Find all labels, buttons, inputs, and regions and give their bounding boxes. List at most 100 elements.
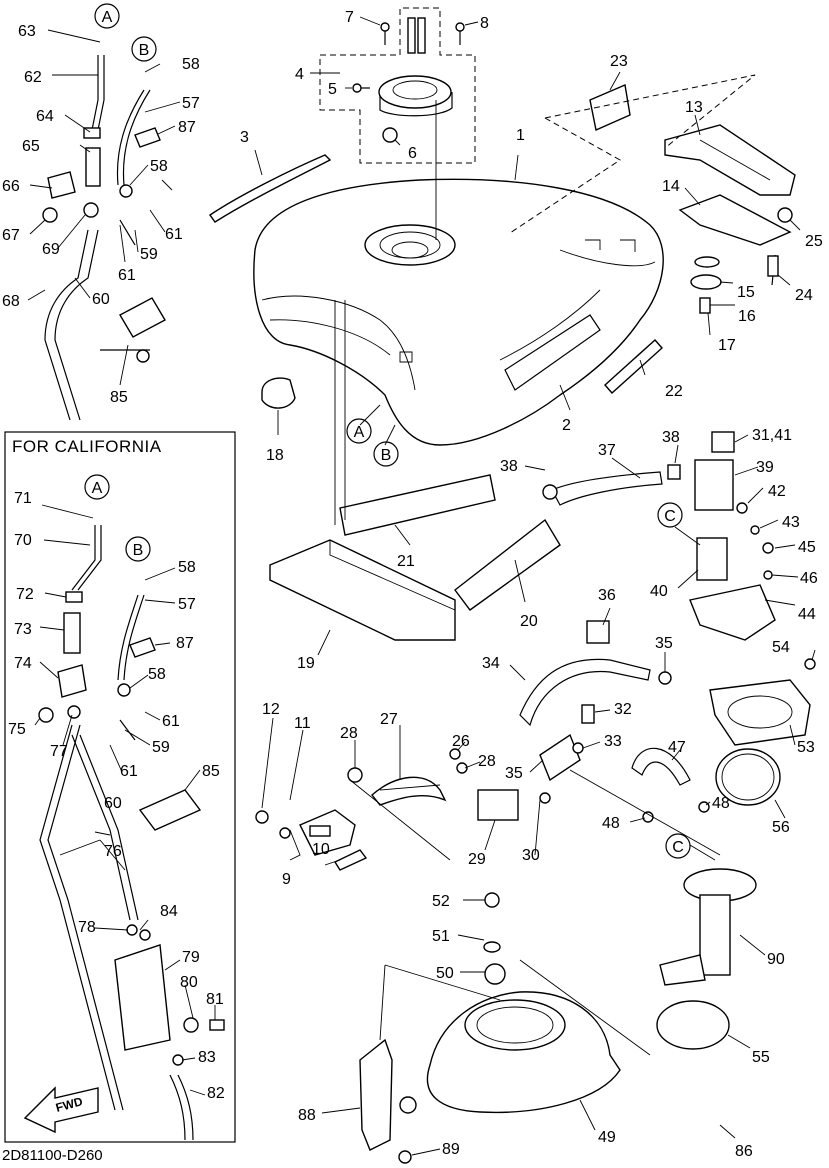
part-number: 52 xyxy=(432,893,450,910)
part-number: 18 xyxy=(266,447,284,464)
part-numbers: 63 62 58 57 64 65 87 58 66 67 69 61 59 6… xyxy=(2,9,823,1160)
part-number: 50 xyxy=(436,965,454,982)
part-number: 87 xyxy=(176,635,194,652)
part-number: 72 xyxy=(16,586,34,603)
part-number: 42 xyxy=(768,483,786,500)
part-number: 68 xyxy=(2,293,20,310)
callout-circles xyxy=(84,3,691,859)
part-number: 39 xyxy=(756,459,774,476)
part-number: 36 xyxy=(598,587,616,604)
part-number: 58 xyxy=(148,666,166,683)
fuel-pump-group xyxy=(569,658,816,1050)
part-number: 40 xyxy=(650,583,668,600)
part-number: 78 xyxy=(78,919,96,936)
part-number: 32 xyxy=(614,701,632,718)
part-number: 89 xyxy=(442,1141,460,1158)
valve-group xyxy=(667,431,776,641)
callout-a-top: A xyxy=(102,9,113,26)
side-label xyxy=(604,339,663,394)
part-number: 75 xyxy=(8,721,26,738)
diagram-code: 2D81100-D260 xyxy=(2,1147,103,1164)
part-number: 31,41 xyxy=(752,427,792,444)
caution-label xyxy=(589,84,631,131)
part-number: 73 xyxy=(14,621,32,638)
part-number: 69 xyxy=(42,241,60,258)
fuel-cap-assembly xyxy=(319,7,476,240)
part-number: 48 xyxy=(712,795,730,812)
tank-base-group xyxy=(359,892,651,1164)
tank-cover-group xyxy=(509,74,796,314)
part-number: 30 xyxy=(522,847,540,864)
part-number: 10 xyxy=(312,841,330,858)
part-number: 21 xyxy=(397,553,415,570)
part-number: 20 xyxy=(520,613,538,630)
part-number: 28 xyxy=(340,725,358,742)
part-number: 5 xyxy=(328,81,337,98)
part-number: 19 xyxy=(297,655,315,672)
callout-c-lower: C xyxy=(672,839,684,856)
part-number: 82 xyxy=(207,1085,225,1102)
callout-letters: A B A B A B C C xyxy=(92,9,684,856)
part-number: 61 xyxy=(165,226,183,243)
part-number: 60 xyxy=(104,795,122,812)
part-number: 4 xyxy=(295,66,304,83)
part-number: 83 xyxy=(198,1049,216,1066)
part-number: 63 xyxy=(18,23,36,40)
part-number: 53 xyxy=(797,739,815,756)
callout-b-top: B xyxy=(139,42,150,59)
part-number: 85 xyxy=(110,389,128,406)
part-number: 57 xyxy=(178,596,196,613)
part-number: 43 xyxy=(782,514,800,531)
part-number: 16 xyxy=(738,308,756,325)
part-number: 61 xyxy=(120,763,138,780)
part-number: 56 xyxy=(772,819,790,836)
part-number: 24 xyxy=(795,287,813,304)
rubber-dampers xyxy=(261,300,561,641)
part-number: 84 xyxy=(160,903,178,920)
part-number: 51 xyxy=(432,928,450,945)
part-number: 80 xyxy=(180,974,198,991)
part-number: 44 xyxy=(798,606,816,623)
part-number: 74 xyxy=(14,655,32,672)
part-number: 77 xyxy=(50,743,68,760)
california-box-title: FOR CALIFORNIA xyxy=(12,437,162,456)
callout-a-tank: A xyxy=(354,424,365,441)
part-number: 9 xyxy=(282,871,291,888)
part-number: 38 xyxy=(662,429,680,446)
callout-c-pump: C xyxy=(664,508,676,525)
part-number: 71 xyxy=(14,490,32,507)
part-number: 6 xyxy=(408,145,417,162)
part-number: 61 xyxy=(162,713,180,730)
part-number: 34 xyxy=(482,655,500,672)
part-number: 35 xyxy=(505,765,523,782)
callout-b-tank: B xyxy=(381,447,392,464)
part-number: 46 xyxy=(800,570,818,587)
part-number: 66 xyxy=(2,178,20,195)
callout-a-box: A xyxy=(92,480,103,497)
part-number: 22 xyxy=(665,383,683,400)
part-number: 79 xyxy=(182,949,200,966)
part-number: 8 xyxy=(480,15,489,32)
part-number: 7 xyxy=(345,9,354,26)
part-number: 17 xyxy=(718,337,736,354)
part-number: 76 xyxy=(104,843,122,860)
part-number: 38 xyxy=(500,458,518,475)
part-number: 58 xyxy=(150,158,168,175)
vent-hose-group xyxy=(42,55,173,421)
fwd-label: FWD xyxy=(54,1094,84,1115)
part-number: 15 xyxy=(737,284,755,301)
part-number: 54 xyxy=(772,639,790,656)
part-number: 14 xyxy=(662,178,680,195)
part-number: 37 xyxy=(598,442,616,459)
part-number: 3 xyxy=(240,129,249,146)
callout-b-box: B xyxy=(133,542,144,559)
part-number: 55 xyxy=(752,1049,770,1066)
california-section xyxy=(4,431,236,1143)
part-number: 58 xyxy=(182,56,200,73)
part-number: 59 xyxy=(152,739,170,756)
part-number: 45 xyxy=(798,539,816,556)
part-number: 13 xyxy=(685,99,703,116)
part-number: 81 xyxy=(206,991,224,1008)
leader-lines xyxy=(27,16,816,1156)
